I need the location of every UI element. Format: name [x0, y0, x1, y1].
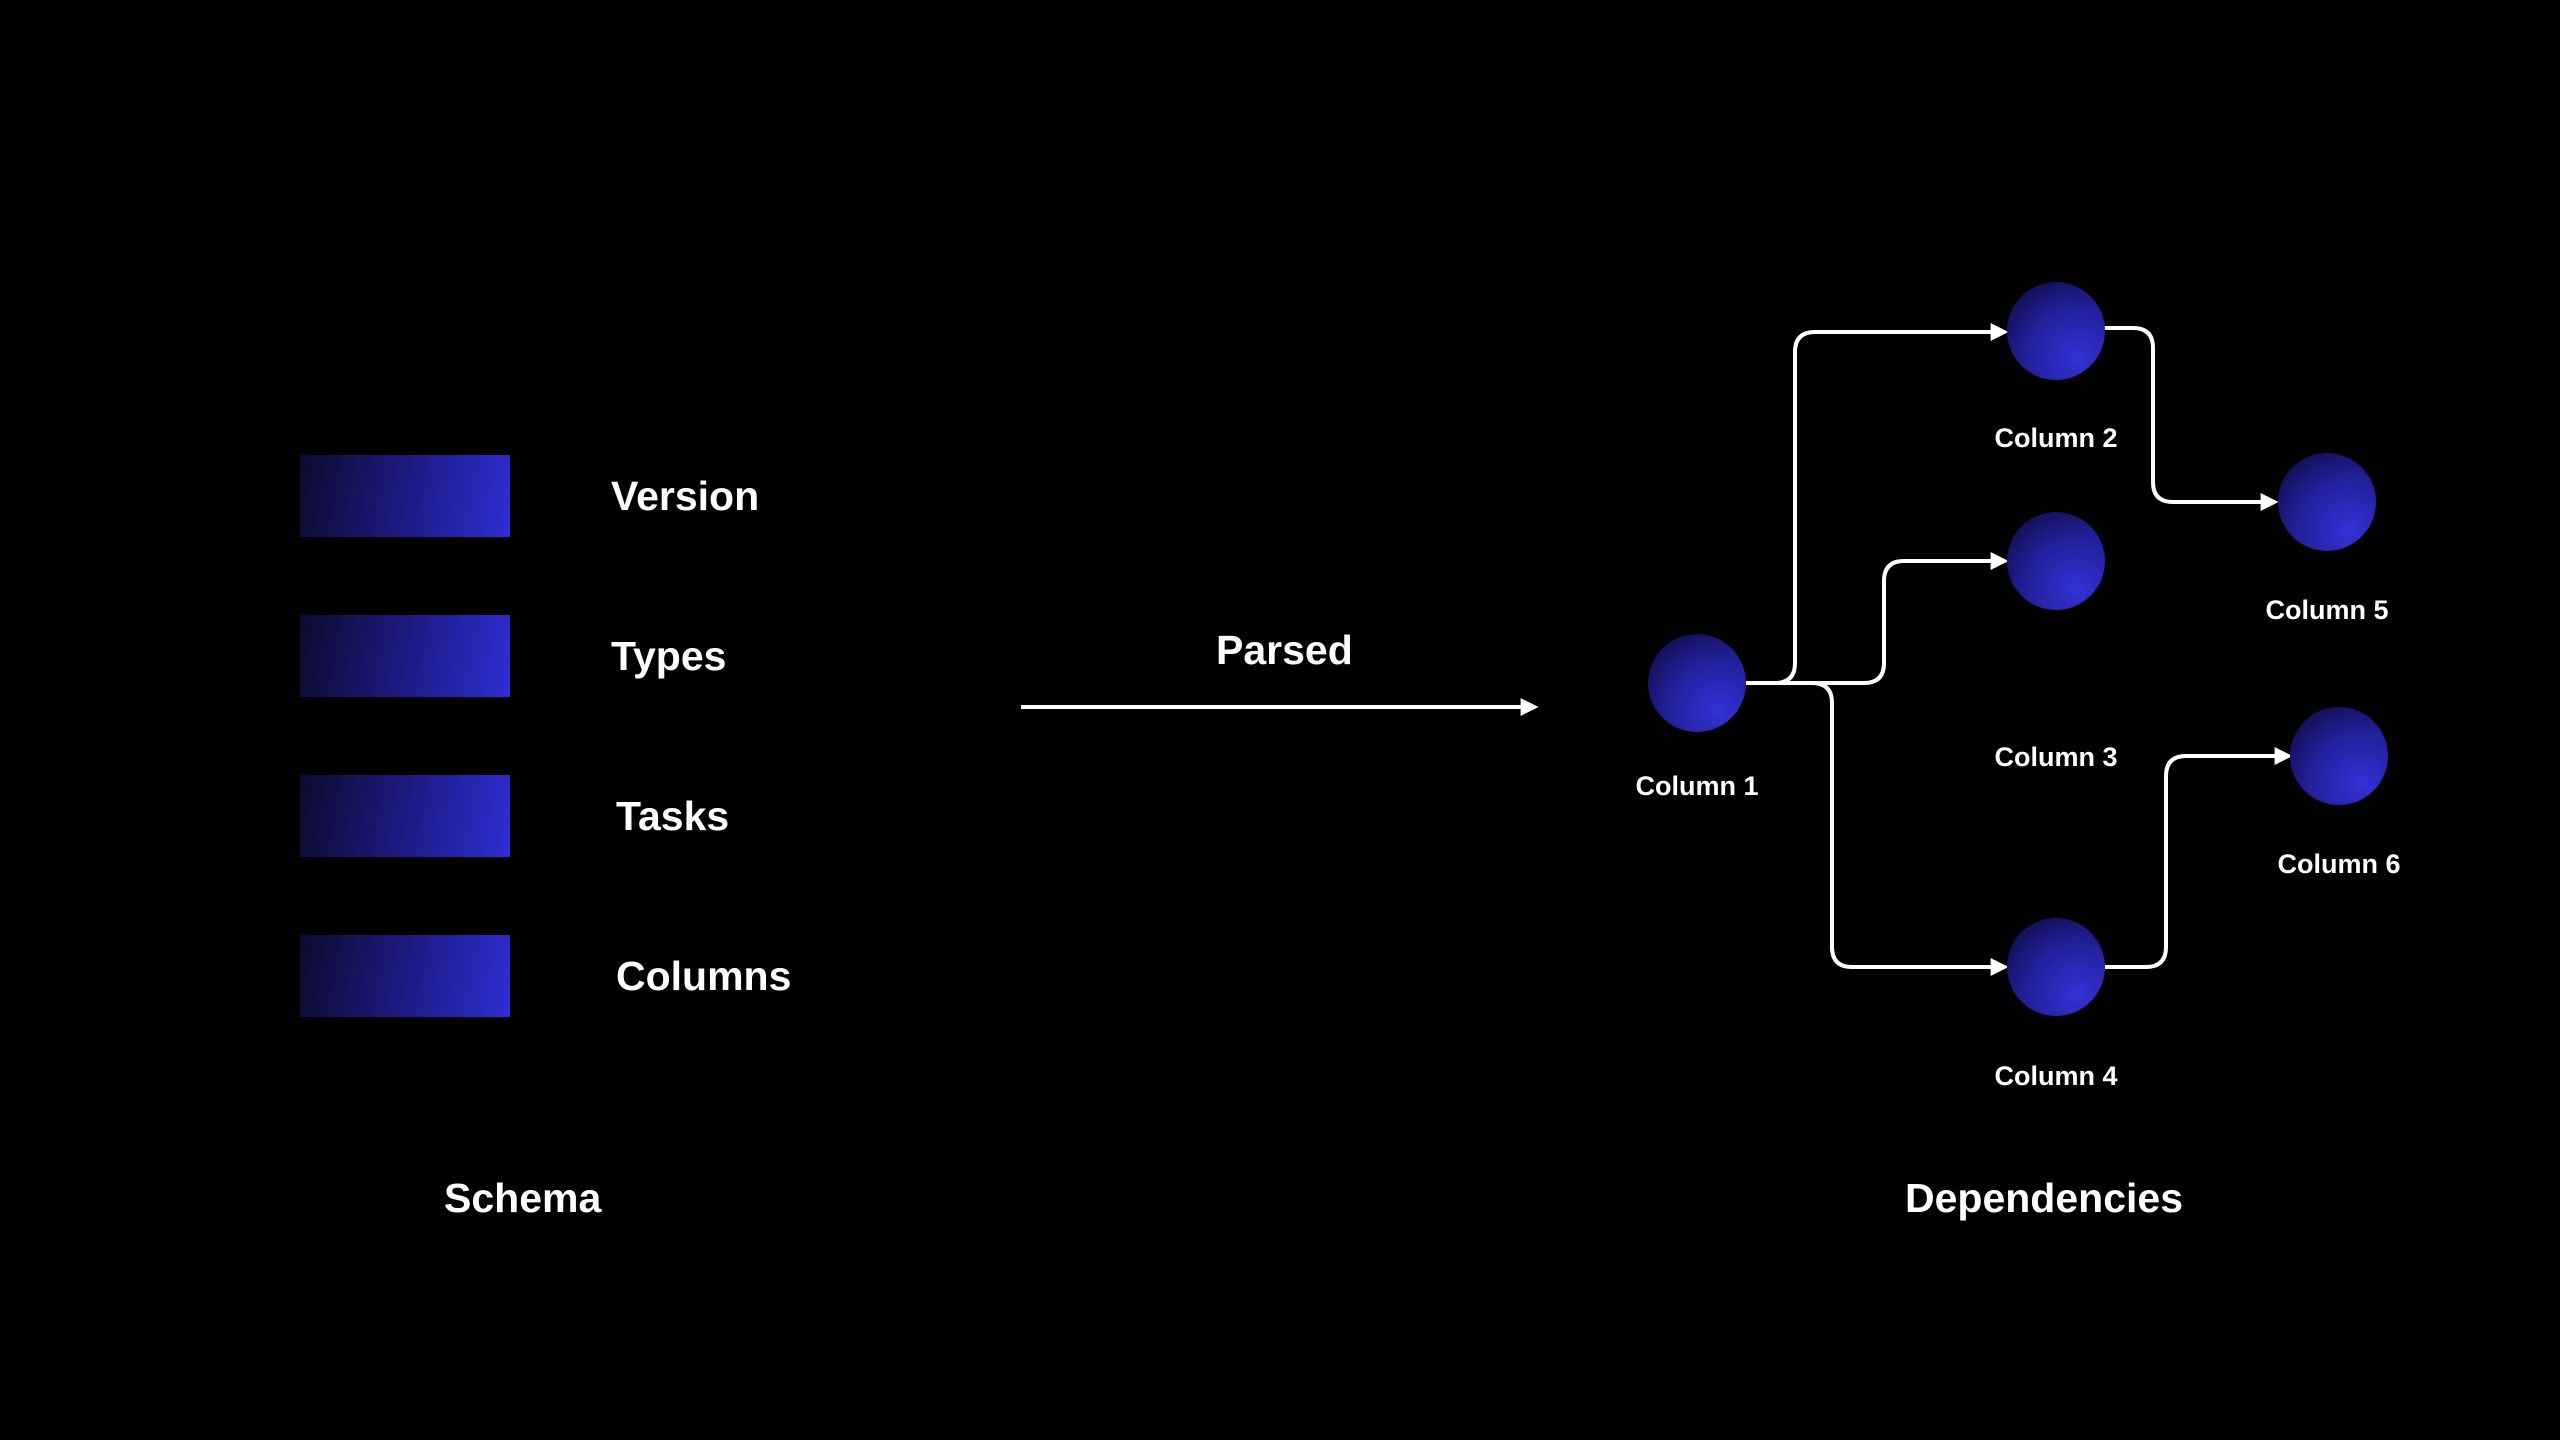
node-label-column-5: Column 5: [2265, 595, 2389, 625]
schema-bar-columns: [300, 935, 510, 1017]
dependencies-title: Dependencies: [1905, 1175, 2183, 1221]
edge-c1-c4: [1746, 681, 2009, 976]
edge-c4-c6: [2104, 747, 2293, 969]
node-label-column-4: Column 4: [1994, 1061, 2118, 1091]
schema-bar-tasks: [300, 775, 510, 857]
schema-item-label-columns: Columns: [616, 953, 792, 999]
schema-item-label-version: Version: [611, 473, 760, 519]
node-column-5: [2278, 453, 2376, 551]
node-label-column-2: Column 2: [1994, 423, 2118, 453]
parsed-label: Parsed: [1216, 627, 1353, 673]
schema-title: Schema: [444, 1175, 602, 1221]
edge-c1-c3: [1746, 552, 2009, 685]
node-column-1: [1648, 634, 1746, 732]
node-label-column-1: Column 1: [1635, 771, 1759, 801]
schema-bar-version: [300, 455, 510, 537]
edge-c1-c2: [1746, 323, 2009, 685]
schema-item-label-tasks: Tasks: [616, 793, 730, 839]
node-label-column-6: Column 6: [2277, 849, 2401, 879]
node-column-2: [2007, 282, 2105, 380]
schema-item-label-types: Types: [611, 633, 727, 679]
node-column-4: [2007, 918, 2105, 1016]
node-column-6: [2290, 707, 2388, 805]
node-column-3: [2007, 512, 2105, 610]
schema-bar-types: [300, 615, 510, 697]
node-label-column-3: Column 3: [1994, 742, 2118, 772]
edge-c2-c5: [2104, 326, 2279, 511]
